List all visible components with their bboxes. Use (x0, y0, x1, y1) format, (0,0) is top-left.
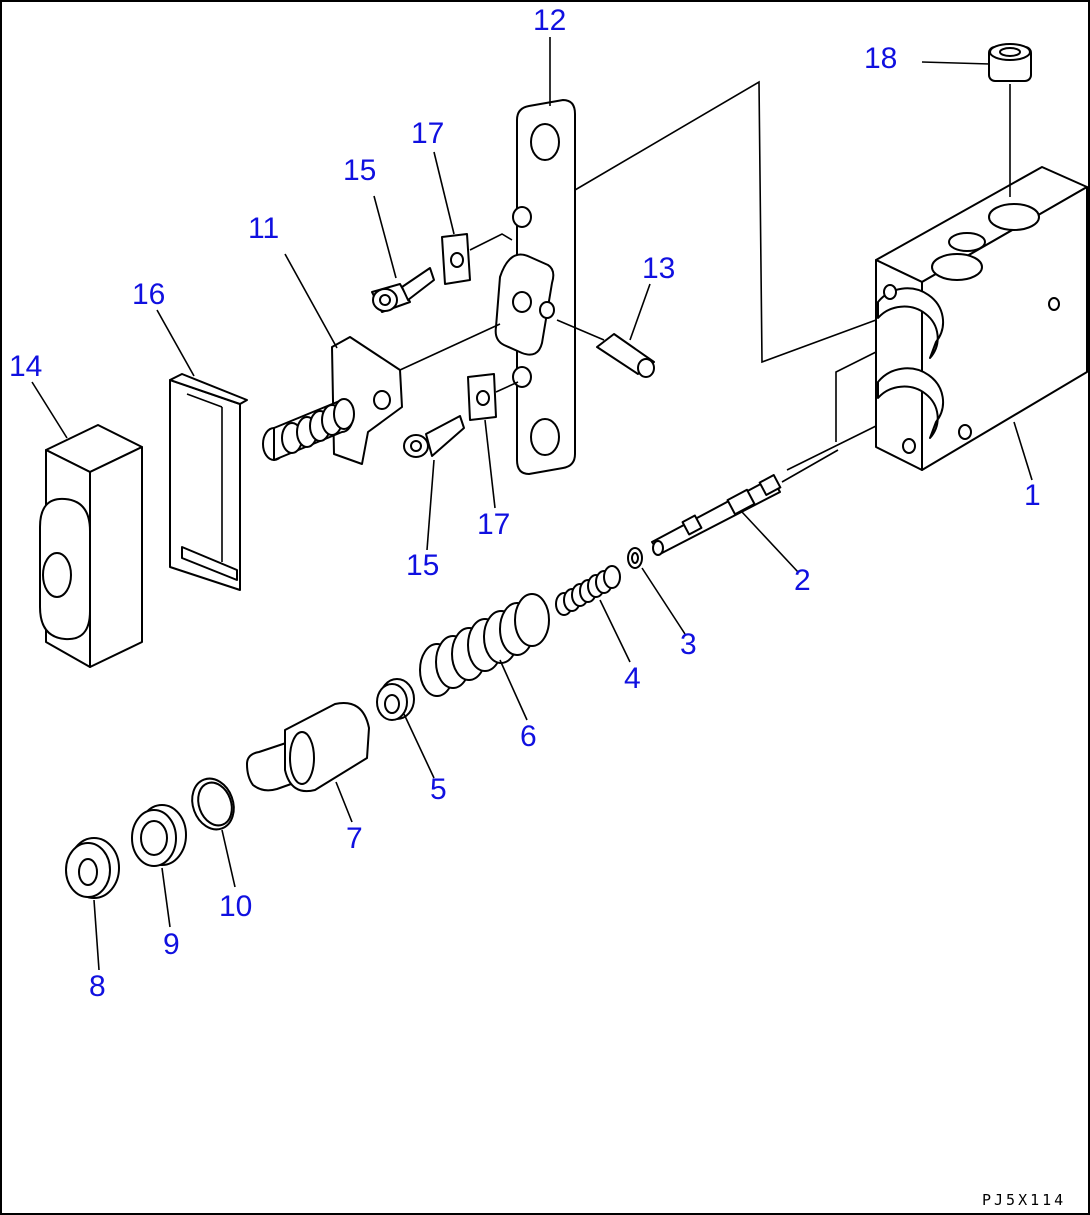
bushing (131, 804, 187, 867)
callout-9: 9 (163, 928, 180, 961)
callouts: 1 2 3 4 5 6 7 8 9 10 11 12 13 14 15 15 1… (9, 4, 1041, 1003)
callout-7: 7 (346, 822, 363, 855)
valve-body (835, 166, 1088, 471)
leader-lines (31, 37, 1033, 971)
callout-10: 10 (219, 890, 252, 923)
bolt-lower (403, 415, 465, 458)
callout-18: 18 (864, 42, 897, 75)
small-spring (555, 565, 621, 616)
callout-6: 6 (520, 720, 537, 753)
plunger-coil (262, 398, 355, 461)
callout-5: 5 (430, 773, 447, 806)
drawing-code: PJ5X114 (982, 1191, 1066, 1209)
washer (627, 547, 643, 569)
callout-3: 3 (680, 628, 697, 661)
seal (65, 837, 120, 899)
plate (494, 99, 576, 475)
callout-12: 12 (533, 4, 566, 37)
plug (988, 43, 1032, 197)
callout-17-lower: 17 (477, 508, 510, 541)
callout-11: 11 (248, 212, 279, 245)
callout-15-upper: 15 (343, 154, 376, 187)
callout-1: 1 (1024, 479, 1041, 512)
large-spring (419, 593, 550, 697)
callout-8: 8 (89, 970, 106, 1003)
clip-lower (467, 373, 519, 421)
retainer (376, 678, 415, 721)
callout-4: 4 (624, 662, 641, 695)
piston (246, 702, 370, 792)
clip-upper (441, 233, 513, 285)
o-ring (191, 777, 235, 831)
spool (651, 449, 839, 556)
callout-13: 13 (642, 252, 675, 285)
callout-2: 2 (794, 564, 811, 597)
bolt-upper (371, 267, 435, 313)
callout-16: 16 (132, 278, 165, 311)
callout-15-lower: 15 (406, 549, 439, 582)
gasket (169, 373, 248, 591)
cover (39, 424, 143, 668)
plunger-bracket (262, 323, 501, 465)
callout-14: 14 (9, 350, 42, 383)
callout-17-upper: 17 (411, 117, 444, 150)
pin (556, 319, 655, 378)
